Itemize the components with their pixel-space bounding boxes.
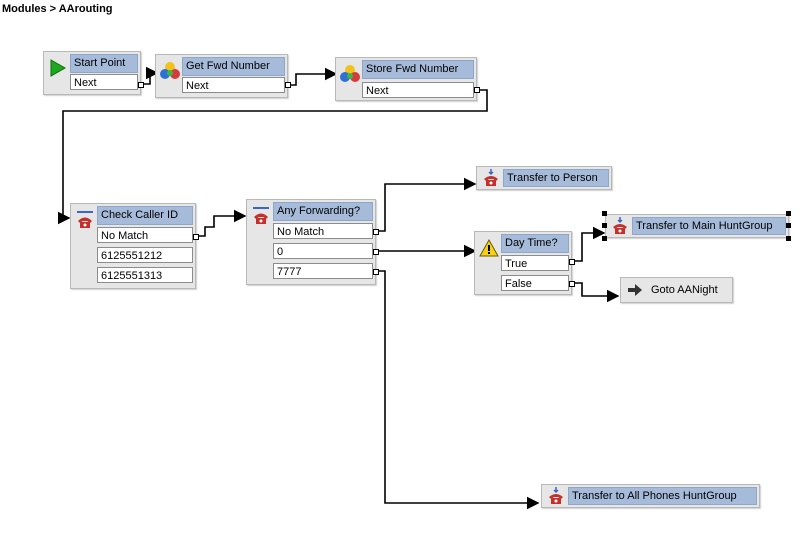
phone-transfer-icon xyxy=(547,487,565,505)
output-false[interactable]: False xyxy=(501,275,569,291)
output-6125551313[interactable]: 6125551313 xyxy=(97,267,193,283)
check-caller-id-node[interactable]: Check Caller ID No Match 6125551212 6125… xyxy=(70,203,199,289)
variable-balls-icon xyxy=(160,61,180,81)
output-no-match[interactable]: No Match xyxy=(273,223,373,239)
node-title: Check Caller ID xyxy=(97,206,193,225)
node-title: Transfer to Main HuntGroup xyxy=(632,217,786,235)
node-title: Get Fwd Number xyxy=(182,57,285,76)
phone-check-icon xyxy=(75,210,95,230)
phone-transfer-icon xyxy=(611,217,629,235)
node-title: Any Forwarding? xyxy=(273,202,373,221)
wire-start-to-getfwd xyxy=(140,66,159,85)
output-next[interactable]: Next xyxy=(70,74,138,90)
transfer-to-main-huntgroup-node[interactable]: Transfer to Main HuntGroup xyxy=(605,214,789,238)
output-port[interactable] xyxy=(193,234,199,240)
warning-triangle-icon xyxy=(479,238,499,258)
selection-handle[interactable] xyxy=(786,223,791,228)
selection-handle[interactable] xyxy=(602,236,607,241)
arrow-right-icon xyxy=(626,281,644,299)
any-forwarding-node[interactable]: Any Forwarding? No Match 0 7777 xyxy=(246,199,379,285)
day-time-node[interactable]: Day Time? True False xyxy=(474,231,575,295)
selection-handle[interactable] xyxy=(786,236,791,241)
selection-handle[interactable] xyxy=(786,211,791,216)
node-title: Transfer to Person xyxy=(503,169,609,187)
wire-checkcaller-to-anyfwd xyxy=(195,209,247,237)
breadcrumb: Modules > AArouting xyxy=(2,3,113,15)
transfer-to-person-node[interactable]: Transfer to Person xyxy=(476,166,612,190)
play-arrow-icon xyxy=(48,58,68,78)
output-no-match[interactable]: No Match xyxy=(97,227,193,243)
store-fwd-number-node[interactable]: Store Fwd Number Next xyxy=(335,57,480,101)
get-fwd-number-node[interactable]: Get Fwd Number Next xyxy=(155,54,291,98)
output-port[interactable] xyxy=(285,82,291,88)
node-title: Transfer to All Phones HuntGroup xyxy=(568,487,757,505)
wire-storefwd-to-checkcaller xyxy=(57,89,488,225)
output-port[interactable] xyxy=(569,281,575,287)
transfer-to-all-phones-huntgroup-node[interactable]: Transfer to All Phones HuntGroup xyxy=(541,484,760,508)
selection-handle[interactable] xyxy=(602,223,607,228)
node-title: Start Point xyxy=(70,54,138,73)
output-port[interactable] xyxy=(569,259,575,265)
output-port[interactable] xyxy=(373,269,379,275)
output-true[interactable]: True xyxy=(501,255,569,271)
node-title: Store Fwd Number xyxy=(362,60,474,79)
output-zero[interactable]: 0 xyxy=(273,243,373,259)
wire-anyfwd-nomatch-to-person xyxy=(375,177,477,232)
output-6125551212[interactable]: 6125551212 xyxy=(97,247,193,263)
selection-handle[interactable] xyxy=(602,211,607,216)
node-title: Day Time? xyxy=(501,234,569,253)
wire-daytime-false-to-goto xyxy=(571,282,620,303)
node-title: Goto AANight xyxy=(647,281,730,299)
output-next[interactable]: Next xyxy=(182,77,285,93)
variable-balls-icon xyxy=(340,64,360,84)
output-7777[interactable]: 7777 xyxy=(273,263,373,279)
output-port[interactable] xyxy=(373,229,379,235)
output-port[interactable] xyxy=(373,249,379,255)
wire-daytime-true-to-main xyxy=(571,226,606,262)
phone-check-icon xyxy=(251,206,271,226)
goto-aanight-node[interactable]: Goto AANight xyxy=(620,277,733,303)
output-port[interactable] xyxy=(474,87,480,93)
wire-anyfwd-7777-to-all xyxy=(375,270,540,510)
output-port[interactable] xyxy=(138,82,144,88)
output-next[interactable]: Next xyxy=(362,82,474,98)
start-point-node[interactable]: Start Point Next xyxy=(43,51,144,95)
phone-transfer-icon xyxy=(482,169,500,187)
wire-getfwd-to-storefwd xyxy=(288,67,338,86)
